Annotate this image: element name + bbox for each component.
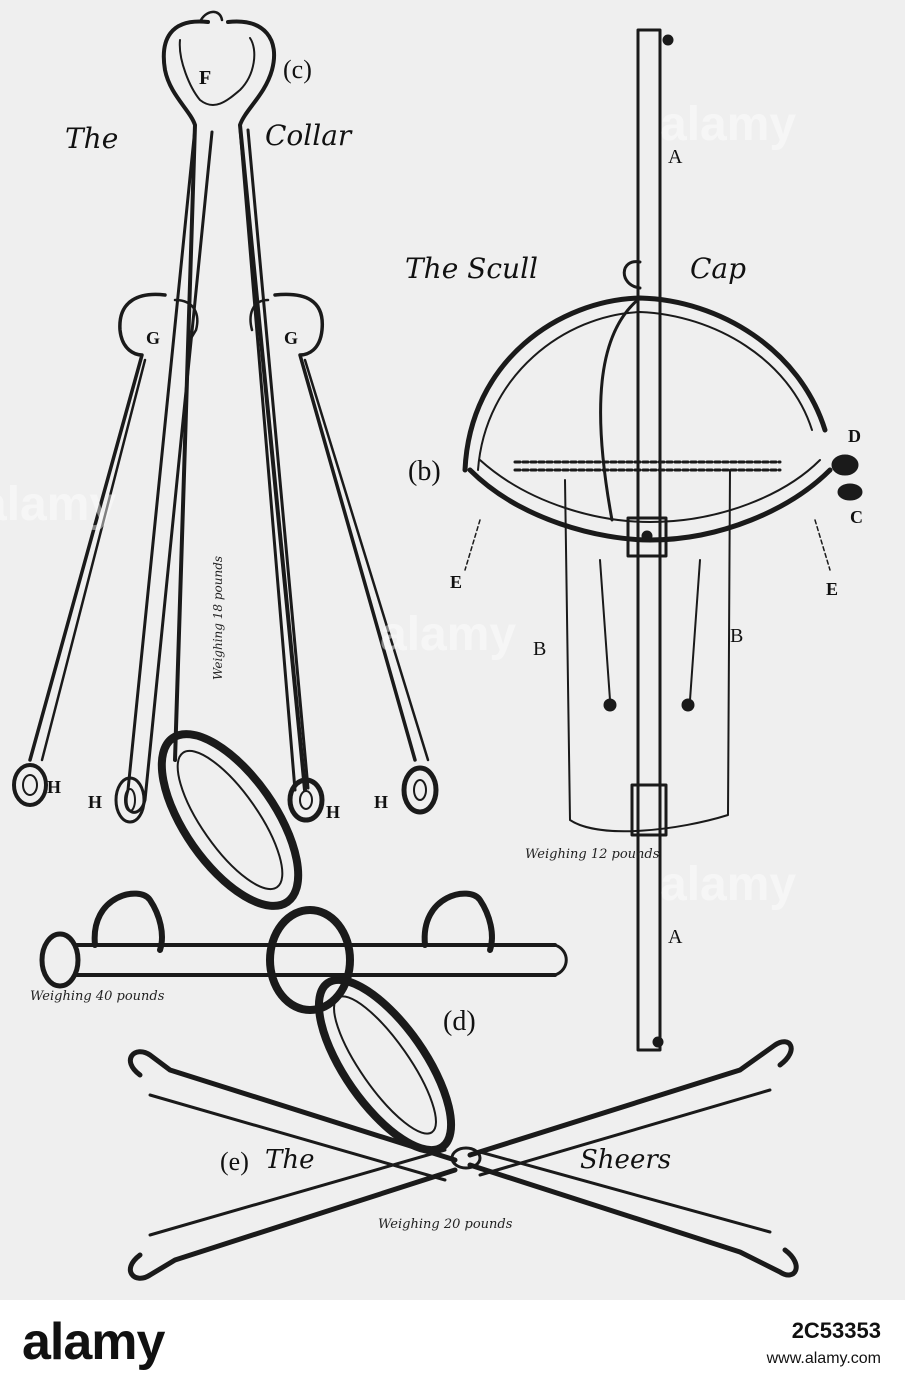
image-id: 2C53353 [791, 1318, 881, 1343]
label-collar-c: (c) [283, 55, 312, 84]
collar-caption-left: The [65, 122, 118, 155]
site-url[interactable]: www.alamy.com [766, 1350, 881, 1367]
watermark-4: alamy [0, 478, 116, 531]
sheers-weight: Weighing 20 pounds [378, 1217, 513, 1232]
cap-caption-right: Cap [690, 252, 746, 285]
label-collar-h-2: H [88, 792, 102, 812]
engraving-plate: F (c) The Collar G G H H H H Weighing 18… [0, 0, 905, 1300]
watermark-1: alamy [660, 98, 796, 151]
label-cap-c: C [850, 507, 863, 527]
shackle-weight: Weighing 40 pounds [30, 989, 165, 1004]
label-cap-a-bottom: A [668, 926, 683, 948]
footer-info: 2C53353 www.alamy.com [767, 1318, 881, 1368]
engraving-illustration: F (c) The Collar G G H H H H Weighing 18… [0, 10, 863, 1281]
label-cap-a-top: A [668, 146, 683, 168]
shackle-drawing [39, 730, 568, 1155]
cap-weight: Weighing 12 pounds [525, 847, 660, 862]
label-cap-d: D [848, 426, 861, 446]
alamy-logo[interactable]: alamy [22, 1313, 165, 1371]
label-collar-h-4: H [374, 792, 388, 812]
sheers-caption-left: The [265, 1145, 314, 1175]
collar-caption-right: Collar [265, 119, 353, 152]
label-collar-h-1: H [47, 777, 61, 797]
cap-caption-left: The Scull [405, 252, 538, 285]
label-cap-b-left: B [533, 638, 546, 660]
label-collar-g-left: G [146, 328, 160, 348]
label-cap-paren-b: (b) [408, 456, 441, 487]
collar-drawing [12, 10, 439, 824]
label-cap-e-left: E [450, 572, 462, 592]
label-cap-b-right: B [730, 625, 743, 647]
watermark-2: alamy [380, 608, 516, 661]
label-collar-g-right: G [284, 328, 298, 348]
skull-cap-drawing [462, 28, 863, 1052]
sheers-drawing [127, 1039, 799, 1281]
collar-weight: Weighing 18 pounds [211, 556, 225, 680]
label-sheers-e: (e) [220, 1147, 249, 1176]
label-collar-f: F [199, 67, 211, 89]
label-collar-h-3: H [326, 802, 340, 822]
sheers-caption-right: Sheers [580, 1145, 671, 1175]
stock-footer: alamy 2C53353 www.alamy.com [0, 1300, 905, 1390]
label-shackle-d: (d) [443, 1006, 476, 1037]
label-cap-e-right: E [826, 579, 838, 599]
watermark-3: alamy [660, 858, 796, 911]
